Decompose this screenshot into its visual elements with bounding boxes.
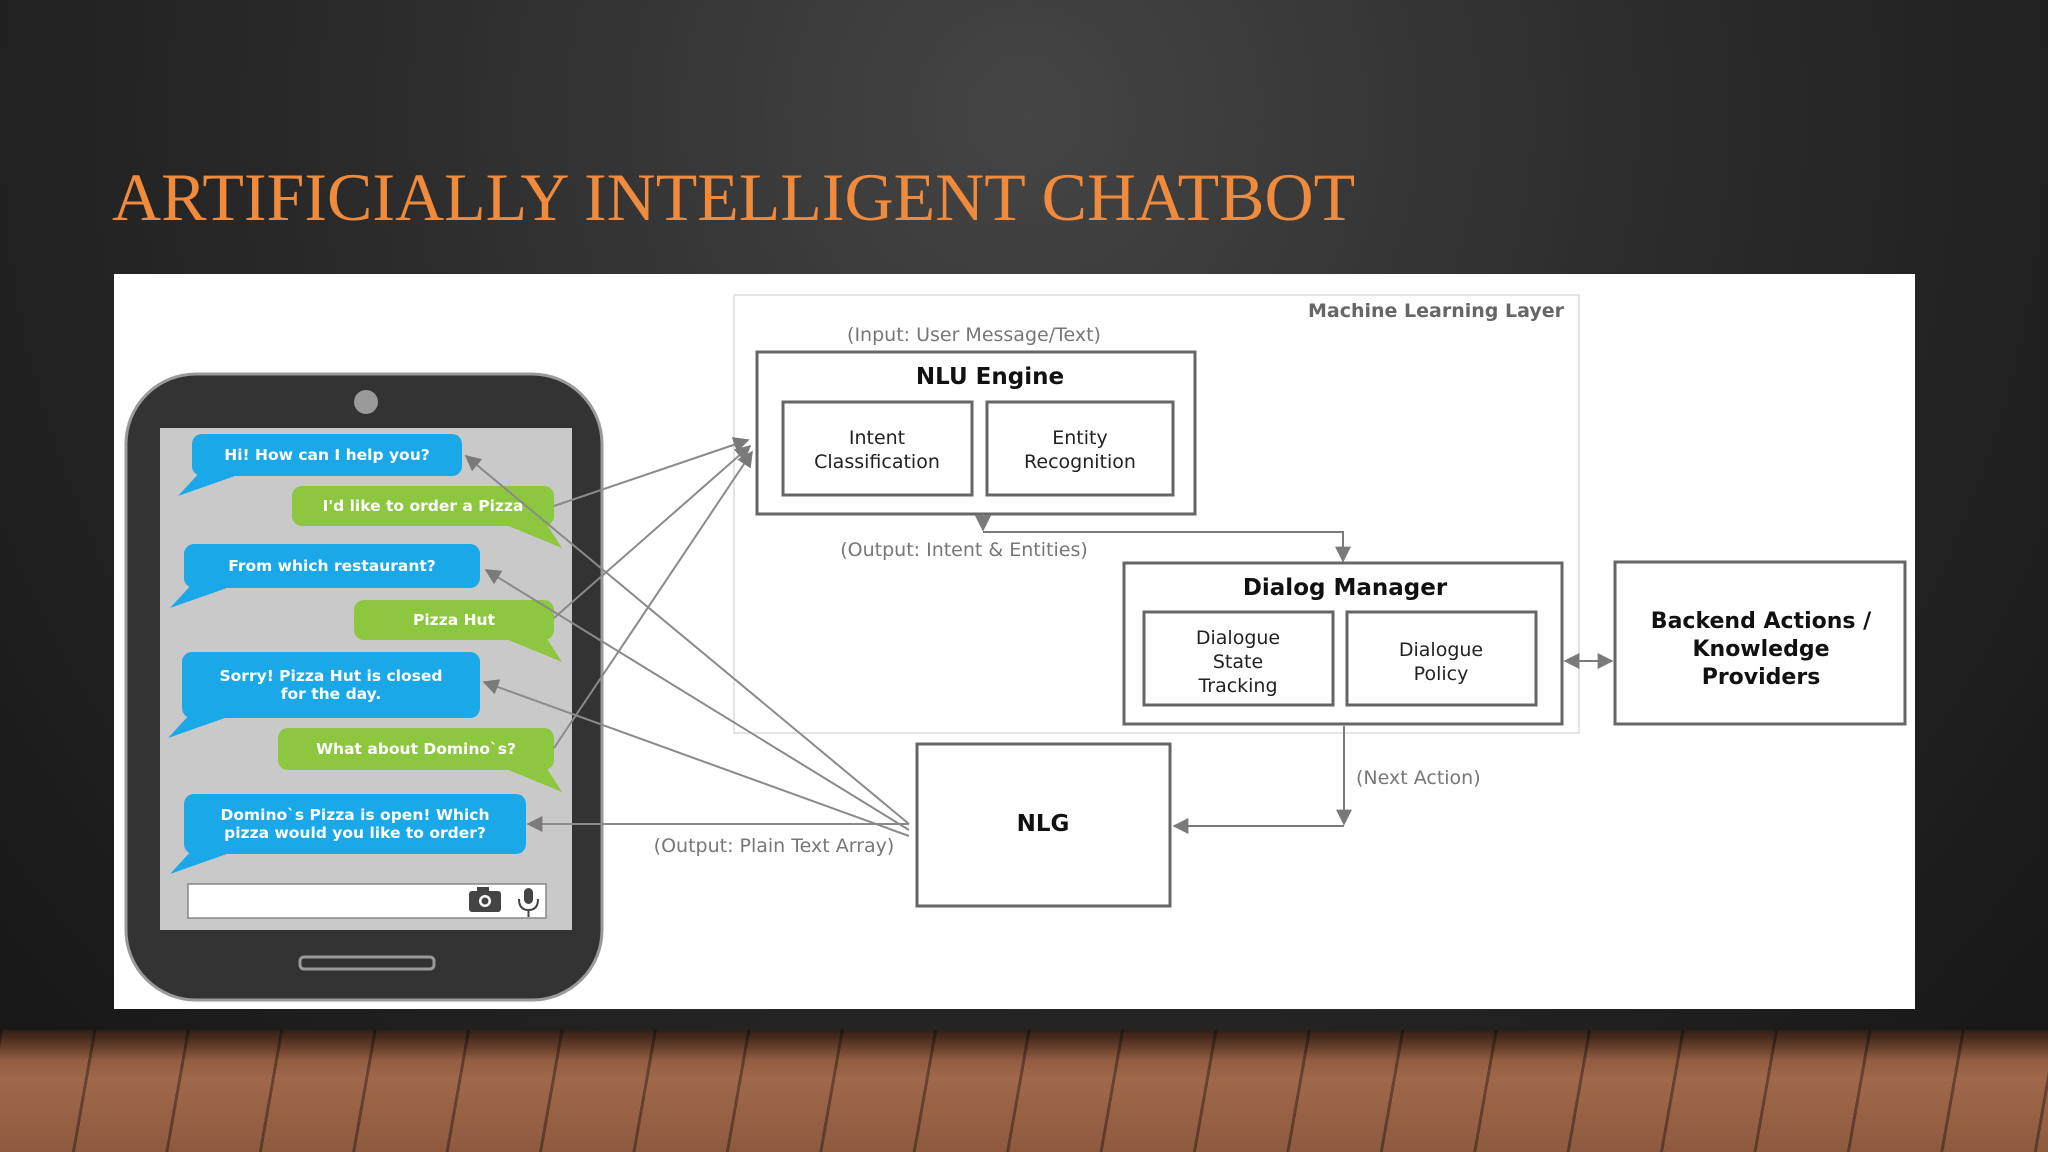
camera-icon[interactable] bbox=[469, 887, 501, 912]
output-text-label: (Output: Plain Text Array) bbox=[654, 835, 895, 857]
bot-message-bubble: From which restaurant? bbox=[170, 544, 480, 608]
output-intent-label: (Output: Intent & Entities) bbox=[840, 539, 1088, 561]
user-message-bubble: Pizza Hut bbox=[354, 600, 562, 662]
microphone-icon[interactable] bbox=[518, 888, 539, 917]
diagram-panel: Hi! How can I help you? I'd like to order… bbox=[114, 274, 1915, 1009]
output-arrows bbox=[464, 454, 910, 837]
entity-recognition-box bbox=[985, 400, 1175, 497]
input-arrows bbox=[553, 437, 753, 749]
ml-layer-label: Machine Learning Layer bbox=[1308, 300, 1565, 322]
chatbot-architecture-diagram: Hi! How can I help you? I'd like to order… bbox=[124, 294, 1907, 1002]
phone-home-button bbox=[298, 955, 436, 971]
message-text: I'd like to order a Pizza bbox=[323, 497, 524, 515]
phone-mockup: Hi! How can I help you? I'd like to order… bbox=[124, 372, 604, 1002]
dialogue-state-tracking-box bbox=[1142, 610, 1335, 707]
message-text: Pizza Hut bbox=[413, 611, 496, 629]
next-action-label: (Next Action) bbox=[1356, 767, 1481, 789]
message-text: From which restaurant? bbox=[228, 557, 436, 575]
user-message-bubble: I'd like to order a Pizza bbox=[292, 486, 562, 548]
nlg-label: NLG bbox=[1017, 811, 1070, 837]
slide-title: ARTIFICIALLY INTELLIGENT CHATBOT bbox=[112, 159, 1356, 235]
intent-classification-box bbox=[781, 400, 974, 497]
message-text: What about Domino`s? bbox=[316, 740, 516, 758]
dialogue-policy-box bbox=[1345, 610, 1538, 707]
nlu-title: NLU Engine bbox=[916, 364, 1064, 390]
message-text: Hi! How can I help you? bbox=[224, 446, 429, 464]
bot-message-bubble: Hi! How can I help you? bbox=[178, 434, 462, 496]
dialog-manager-title: Dialog Manager bbox=[1243, 575, 1448, 601]
nlg-box: NLG bbox=[915, 742, 1172, 908]
phone-camera-dot bbox=[354, 390, 378, 414]
user-message-bubble: What about Domino`s? bbox=[278, 728, 562, 792]
input-label: (Input: User Message/Text) bbox=[847, 324, 1101, 346]
chat-messages: Hi! How can I help you? I'd like to order… bbox=[168, 434, 562, 874]
ml-layer-boundary bbox=[733, 294, 1580, 734]
nlu-to-dialog-arrow bbox=[983, 531, 1351, 563]
